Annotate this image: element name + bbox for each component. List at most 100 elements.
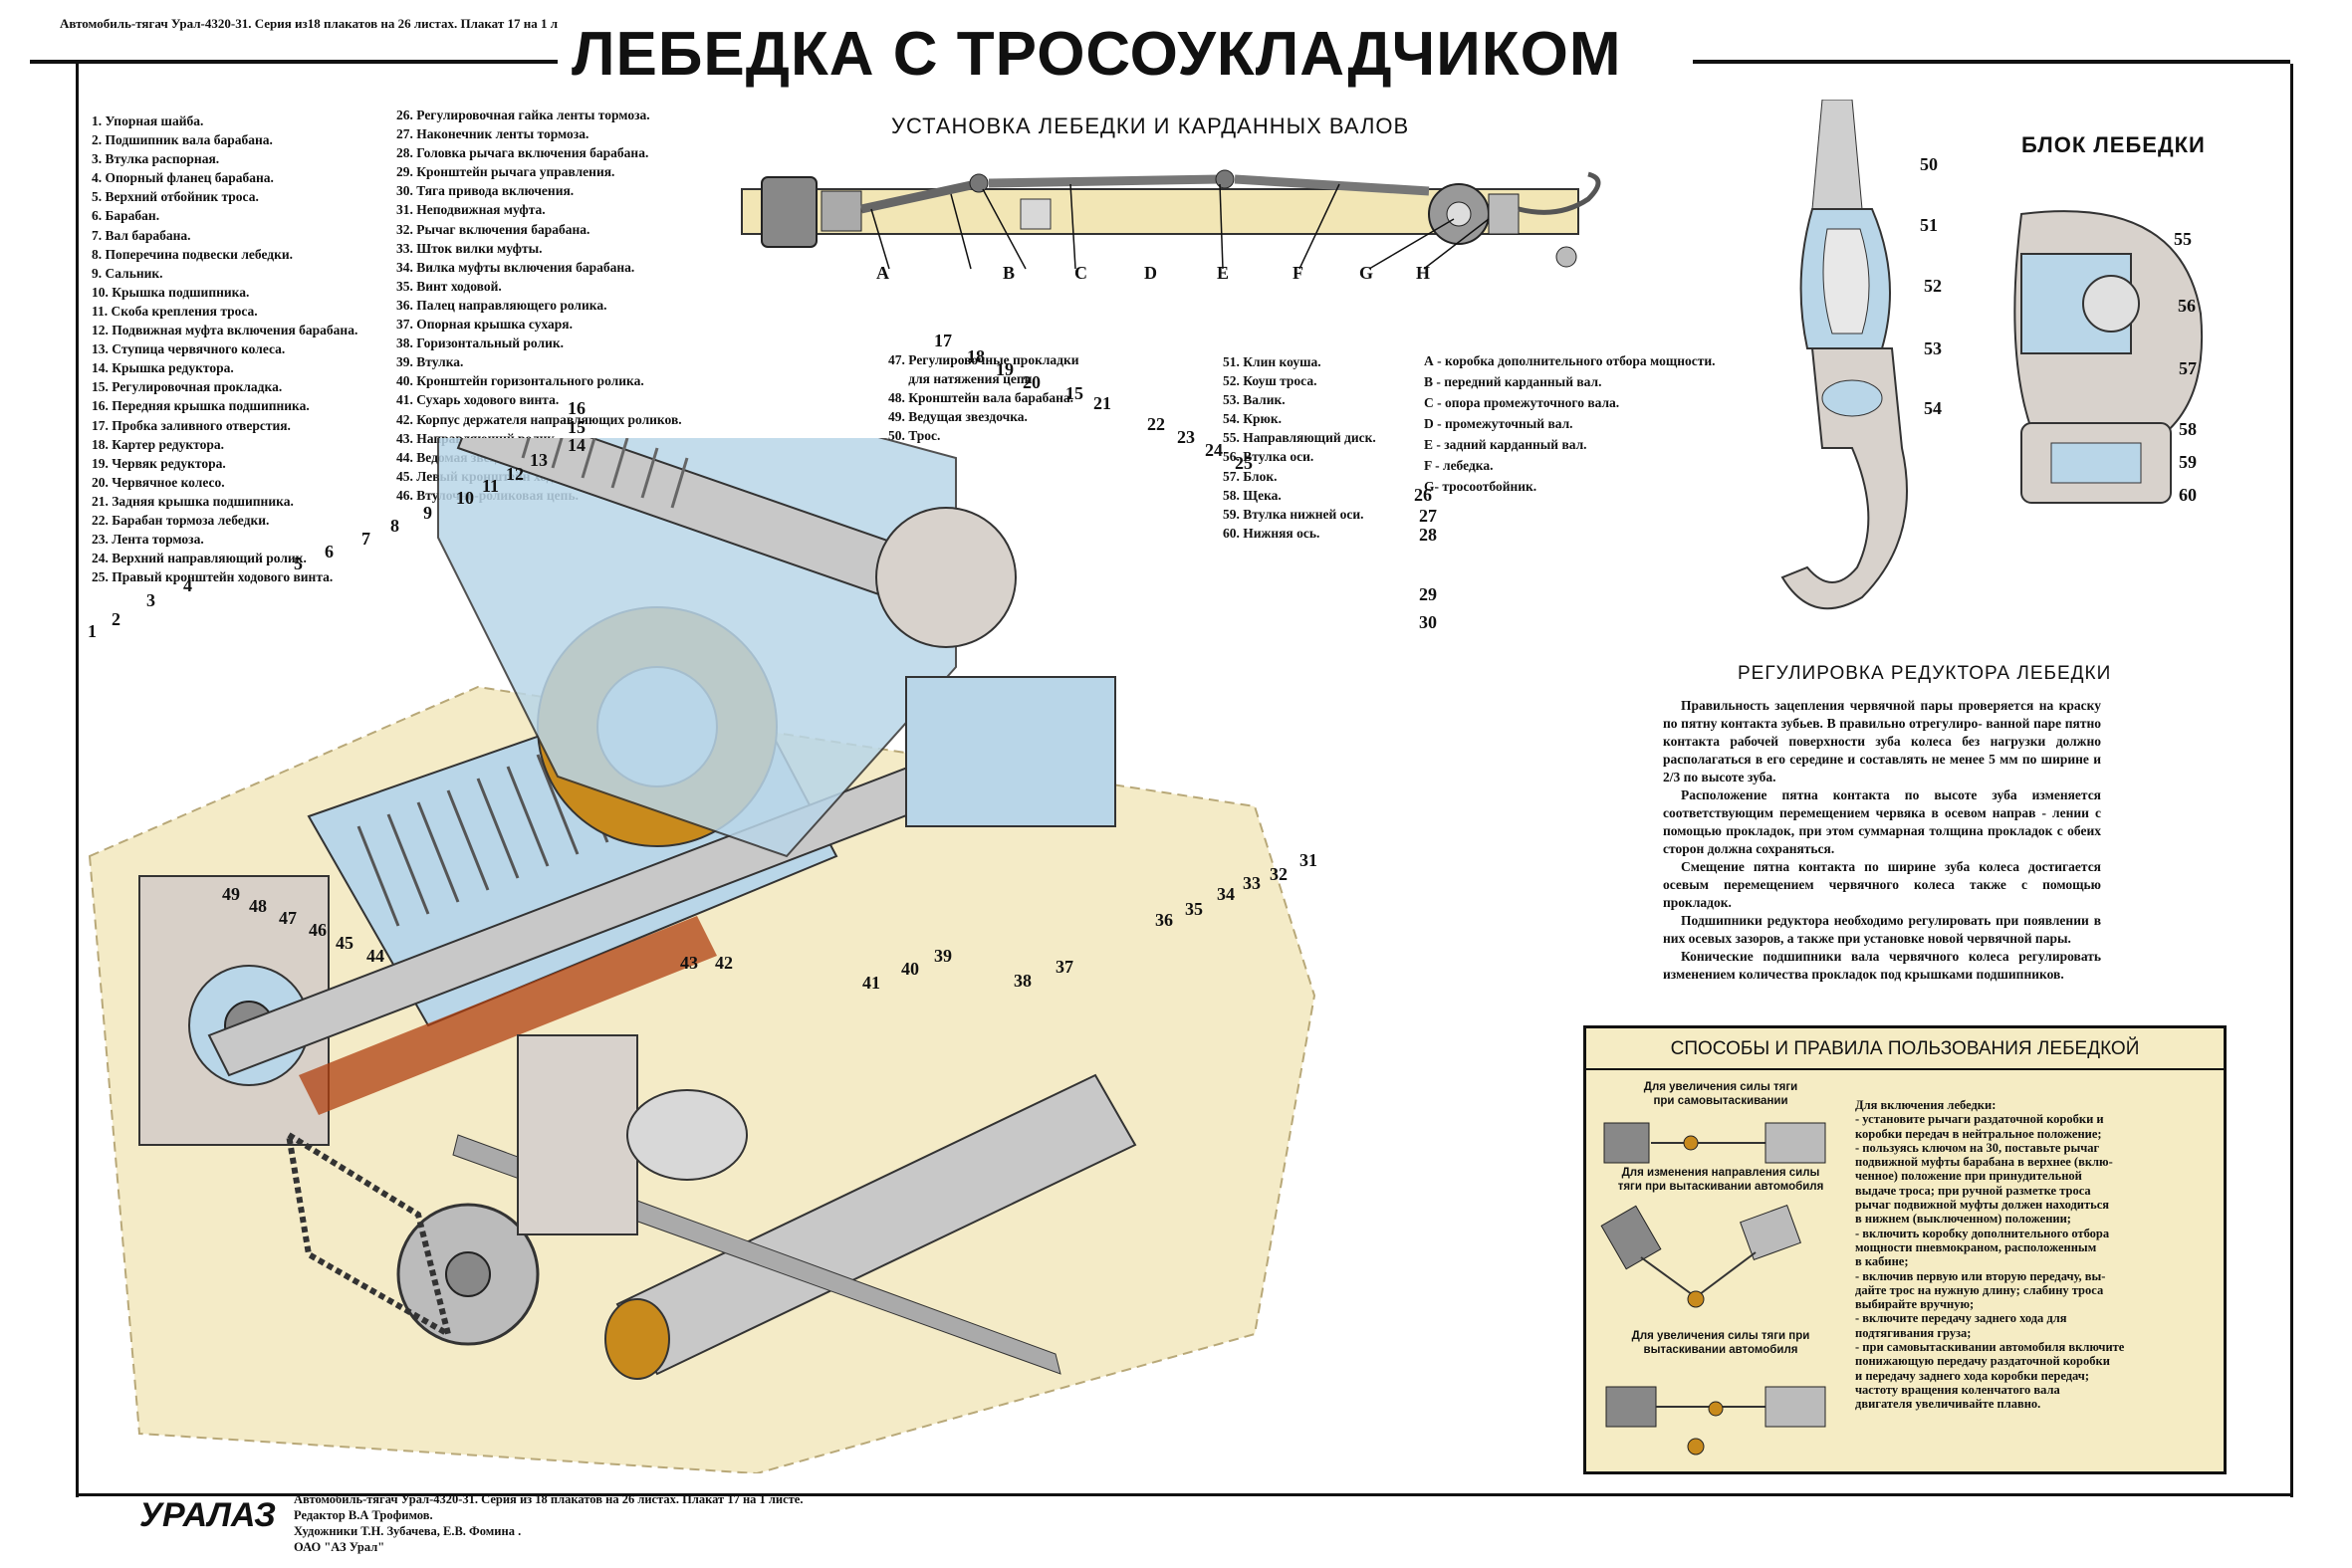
legend-item: В - передний карданный вал.	[1424, 374, 1602, 389]
callout-6: 6	[325, 542, 334, 561]
legend-item: 10. Крышка подшипника.	[92, 284, 250, 300]
legend-item: 14. Крышка редуктора.	[92, 360, 234, 376]
legend-item: 53. Валик.	[1223, 392, 1286, 408]
rules-list-line: ченное) положение при принудительной	[1855, 1169, 2082, 1184]
install-letter-e: E	[1217, 263, 1230, 283]
rules-list-line: подвижной муфты барабана в верхнее (вклю…	[1855, 1155, 2113, 1170]
callout-16: 16	[568, 398, 586, 418]
callout-45: 45	[336, 933, 353, 953]
callout-41: 41	[862, 973, 880, 993]
legend-item: 7. Вал барабана.	[92, 227, 191, 243]
rules-list-line: Для включения лебедки:	[1855, 1098, 1997, 1112]
legend-item: 52. Коуш троса.	[1223, 373, 1317, 389]
callout-57: 57	[2179, 358, 2197, 378]
legend-item: 20. Червячное колесо.	[92, 474, 225, 490]
legend-item: С - опора промежуточного вала.	[1424, 395, 1620, 410]
callout-55: 55	[2174, 229, 2192, 249]
callout-5: 5	[294, 554, 303, 573]
legend-item: 15. Регулировочная прокладка.	[92, 379, 283, 395]
rules-list-line: - пользуясь ключом на 30, поставьте рыча…	[1855, 1140, 2100, 1155]
callout-39: 39	[934, 946, 952, 966]
install-diagram	[741, 169, 1601, 270]
frame-bottom	[76, 1493, 2293, 1496]
install-letter-g: G	[1359, 263, 1374, 283]
callout-2: 2	[112, 609, 120, 629]
callout-9: 9	[423, 503, 432, 523]
brake-drum	[875, 507, 1017, 648]
worm-threads	[521, 438, 689, 509]
legend-item: 33. Шток вилки муфты.	[396, 240, 543, 256]
rules-list-line: - включите передачу заднего хода для	[1855, 1311, 2067, 1326]
legend-column-1: 1. Упорная шайба.2. Подшипник вала бараб…	[92, 112, 357, 586]
block-diagram	[2013, 210, 2204, 504]
callout-25: 25	[1235, 453, 1253, 473]
callout-15-right: 15	[1065, 383, 1083, 403]
rules-divider	[1586, 1068, 2224, 1070]
callout-26: 26	[1414, 485, 1432, 505]
callout-47: 47	[279, 908, 297, 928]
rules-list-line: выдаче троса; при ручной разметке троса	[1855, 1183, 2091, 1198]
legend-item: 30. Тяга привода включения.	[396, 183, 575, 199]
callout-51: 51	[1920, 215, 1938, 235]
adjust-paragraph: Подшипники редуктора необходимо регулиро…	[1663, 913, 2101, 946]
legend-item: 32. Рычаг включения барабана.	[396, 221, 590, 237]
rules-caption-1: Для увеличения силы тяги при самовытаски…	[1643, 1081, 1798, 1107]
legend-item: 58. Щека.	[1223, 487, 1282, 503]
callout-14: 14	[568, 435, 586, 455]
callout-11: 11	[482, 476, 500, 496]
rules-list-line: и передачу заднего хода коробки передач;	[1855, 1368, 2089, 1383]
rules-panel: СПОСОБЫ И ПРАВИЛА ПОЛЬЗОВАНИЯ ЛЕБЕДКОЙ Д…	[1583, 1025, 2227, 1474]
callout-34: 34	[1217, 884, 1235, 904]
legend-item: 35. Винт ходовой.	[396, 278, 502, 294]
callout-21: 21	[1093, 393, 1111, 413]
callout-58: 58	[2179, 419, 2197, 439]
rules-list-line: выбирайте вручную;	[1855, 1297, 1975, 1312]
rules-list-line: - включив первую или вторую передачу, вы…	[1855, 1268, 2106, 1283]
legend-item: 37. Опорная крышка сухаря.	[396, 317, 573, 333]
callout-56: 56	[2178, 296, 2196, 316]
rules-list-line: двигателя увеличивайте плавно.	[1855, 1397, 2041, 1412]
legend-item: D - промежуточный вал.	[1424, 416, 1573, 431]
callout-50: 50	[1920, 154, 1938, 174]
right-housing	[905, 676, 1116, 827]
block-title: БЛОК ЛЕБЕДКИ	[2021, 132, 2206, 157]
rules-list-line: дайте трос на нужную длину; слабину трос…	[1855, 1282, 2104, 1297]
footer-credits: Автомобиль-тягач Урал-4320-31. Серия из …	[294, 1491, 803, 1555]
rules-list-line: - включить коробку дополнительного отбор…	[1855, 1226, 2110, 1240]
legend-item: 56. Втулка оси.	[1223, 449, 1314, 465]
footer-line: ОАО "АЗ Урал"	[294, 1540, 385, 1554]
header-note: Автомобиль-тягач Урал-4320-31. Серия из1…	[60, 16, 587, 31]
legend-item: 9. Сальник.	[92, 265, 163, 281]
callout-60: 60	[2179, 485, 2197, 505]
legend-item: 6. Барабан.	[92, 208, 160, 224]
hook-body	[1780, 347, 1908, 610]
callout-22: 22	[1147, 414, 1165, 434]
rules-list-line: подтягивания груза;	[1855, 1325, 1972, 1340]
frame-top-right	[1693, 60, 2290, 64]
rear-shaft	[1234, 174, 1430, 196]
callout-32: 32	[1270, 864, 1288, 884]
legend-item: 8. Поперечина подвески лебедки.	[92, 246, 294, 262]
legend-item: 22. Барабан тормоза лебедки.	[92, 512, 270, 528]
legend-item: 38. Горизонтальный ролик.	[396, 336, 564, 351]
rust-liner	[299, 916, 717, 1115]
footer-line: Редактор В.А Трофимов.	[294, 1508, 433, 1522]
callout-10: 10	[456, 488, 474, 508]
callout-31: 31	[1299, 850, 1317, 870]
legend-item: 16. Передняя крышка подшипника.	[92, 398, 310, 414]
legend-item: 18. Картер редуктора.	[92, 436, 224, 452]
rules-list-line: частоту вращения коленчатого вала	[1855, 1382, 2060, 1397]
adjust-title: РЕГУЛИРОВКА РЕДУКТОРА ЛЕБЕДКИ	[1738, 663, 2112, 684]
cable	[1811, 100, 1863, 210]
legend-item: 3. Втулка распорная.	[92, 151, 220, 167]
callout-8: 8	[390, 516, 399, 536]
legend-item: 59. Втулка нижней оси.	[1223, 506, 1364, 522]
legend-item: 50. Трос.	[888, 428, 941, 444]
callout-18: 18	[967, 346, 985, 366]
legend-column-4: 51. Клин коуша.52. Коуш троса.53. Валик.…	[1223, 352, 1376, 543]
legend-item: 48. Кронштейн вала барабана.	[888, 390, 1074, 406]
callout-53: 53	[1924, 338, 1942, 358]
rules-list-line: рычаг подвижной муфты должен находиться	[1855, 1198, 2110, 1213]
legend-item: 54. Крюк.	[1223, 411, 1283, 427]
frame-right	[2290, 64, 2293, 1497]
